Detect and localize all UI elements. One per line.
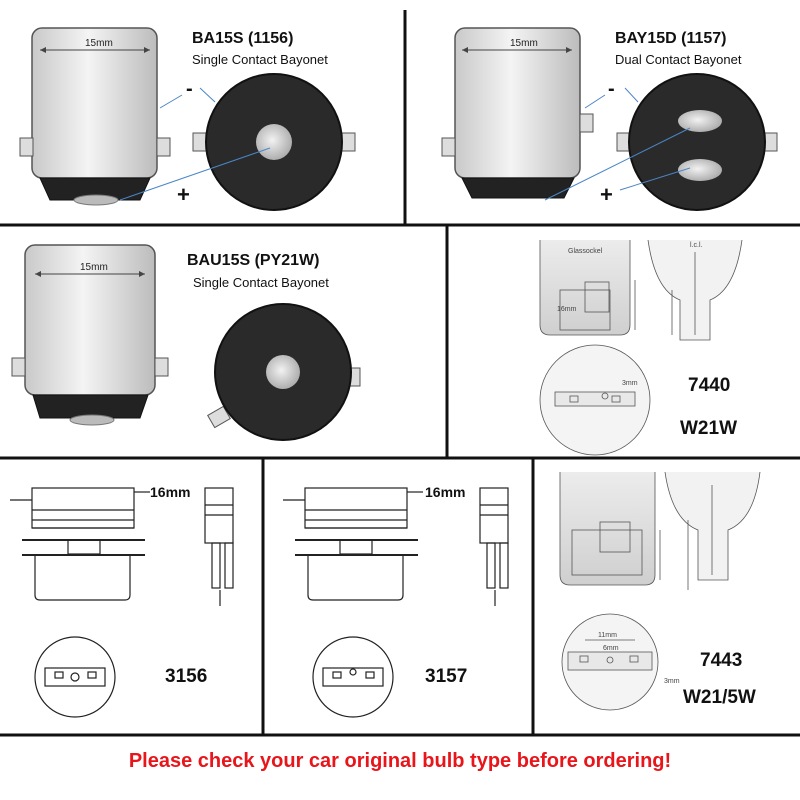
w21w-3mm-label: 3mm [622, 380, 638, 387]
bau15s-base-drawing [11, 244, 169, 426]
bau15s-subtitle: Single Contact Bayonet [193, 275, 329, 290]
t3157-tech-drawing [283, 487, 509, 718]
w21-5w-3mm-label: 3mm [664, 678, 680, 685]
w21-5w-6mm-label: 6mm [603, 645, 619, 652]
t3157-width-label: 16mm [425, 484, 466, 500]
bay15d-subtitle: Dual Contact Bayonet [615, 52, 742, 67]
ba15s-base-drawing [19, 27, 171, 206]
w21-5w-11mm-label: 11mm [598, 632, 617, 639]
ba15s-minus-label: - [186, 78, 193, 100]
w21-5w-name: W21/5W [683, 687, 756, 708]
bay15d-base-drawing [441, 27, 594, 199]
bay15d-title: BAY15D (1157) [615, 30, 727, 47]
t3156-tech-drawing [10, 487, 234, 718]
bau15s-width-label: 15mm [80, 262, 108, 273]
ba15s-subtitle: Single Contact Bayonet [192, 52, 328, 67]
t3156-width-label: 16mm [150, 484, 191, 500]
w21-5w-tech-drawing [559, 471, 761, 711]
w21-5w-code: 7443 [700, 650, 743, 671]
ba15s-width-label: 15mm [85, 38, 113, 49]
bay15d-plus-label: + [600, 182, 613, 207]
bay15d-socket-drawing [544, 73, 778, 211]
ba15s-socket-drawing [119, 73, 356, 211]
bau15s-socket-drawing [207, 303, 361, 441]
t3156-code: 3156 [165, 666, 208, 687]
t3157-code: 3157 [425, 666, 468, 687]
footer-warning: Please check your car original bulb type… [128, 750, 672, 772]
bay15d-width-label: 15mm [510, 38, 538, 49]
ba15s-title: BA15S (1156) [192, 30, 294, 47]
w21w-code: 7440 [688, 375, 731, 396]
w21w-tech-drawing [539, 239, 743, 456]
w21w-glassockel-label: Glassockel [568, 248, 603, 255]
bau15s-title: BAU15S (PY21W) [187, 252, 320, 269]
panel-borders [0, 10, 800, 737]
w21w-name: W21W [680, 418, 737, 439]
bay15d-minus-label: - [608, 78, 615, 100]
ba15s-plus-label: + [177, 182, 190, 207]
w21w-16mm-label: 16mm [557, 306, 577, 313]
w21w-lcl-label: l.c.l. [690, 242, 703, 249]
